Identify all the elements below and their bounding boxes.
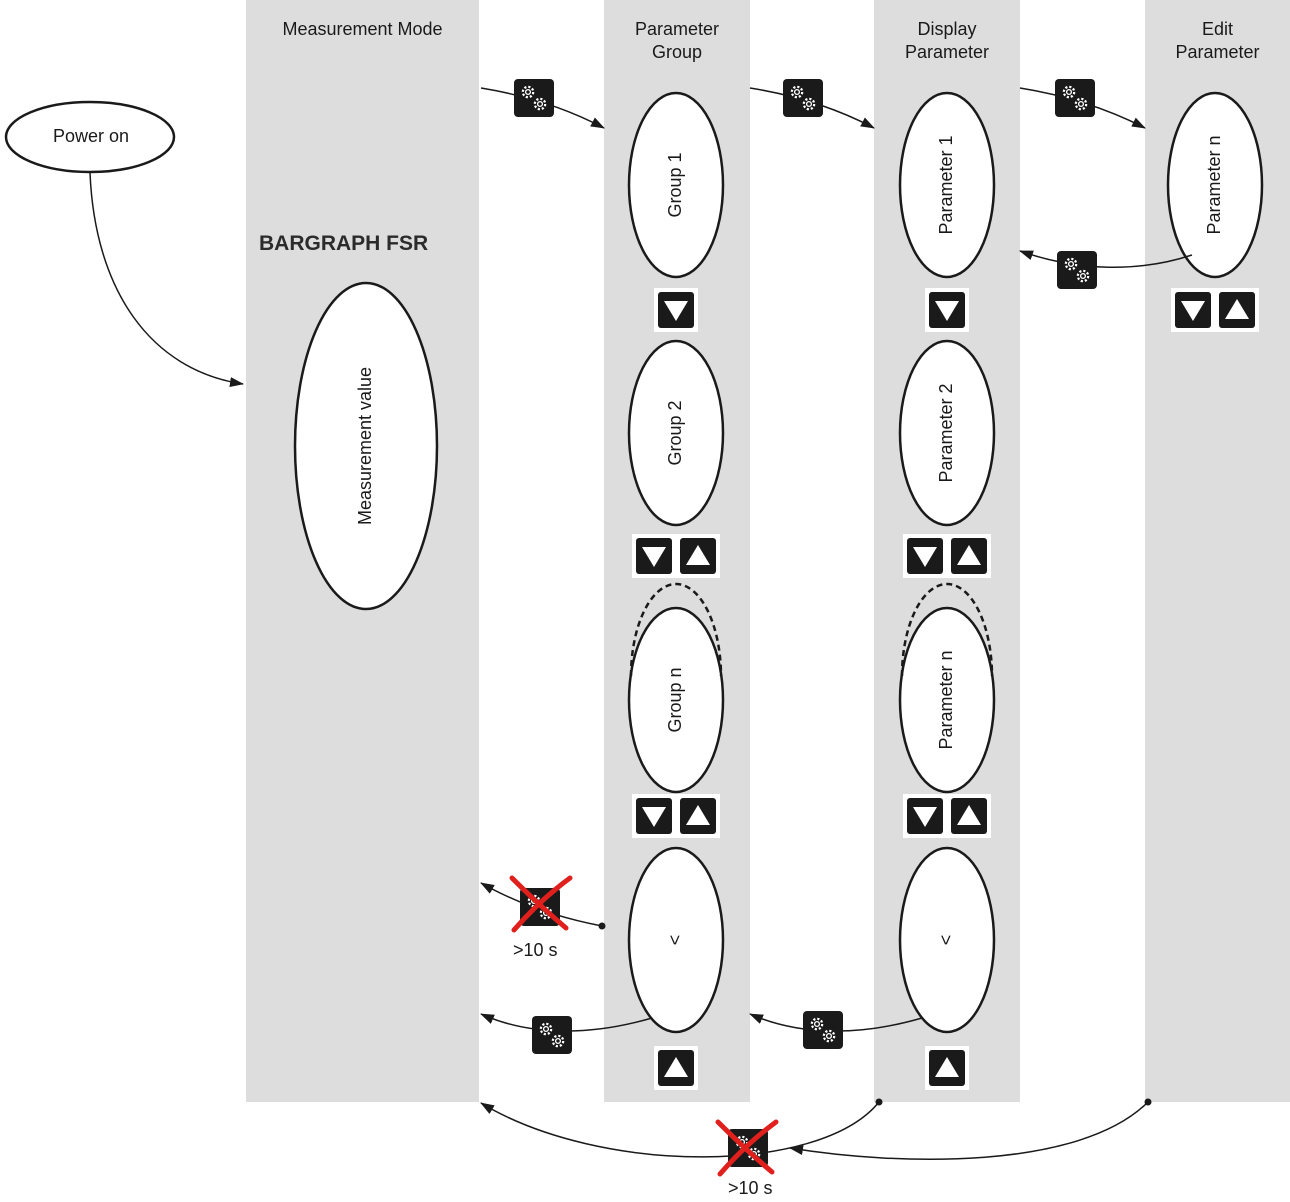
group-n-dashed-stack [629,582,723,677]
timeout-label-2: >10 s [728,1178,773,1198]
gears-icon[interactable] [1057,251,1097,289]
power-on-label: Power on [52,126,130,146]
edit-parameter-title: Edit Parameter [1145,18,1290,64]
arrow-down-icon[interactable] [632,794,676,838]
parameter-2-label: Parameter 2 [936,383,956,483]
measurement-mode-title: Measurement Mode [282,19,443,39]
group-n-label: Group n [665,667,685,733]
parameter-n-dashed-stack [900,582,994,677]
arrow-timeout-edit [789,1101,1149,1161]
product-name: BARGRAPH FSR [259,232,429,255]
display-parameter-title-line2: Parameter [904,42,990,62]
power-on-arrow [89,172,244,387]
edit-parameter-title-line2: Parameter [1175,42,1260,62]
parameter-1-label: Parameter 1 [936,135,956,235]
gears-icon[interactable] [1055,79,1095,117]
group-n-node [627,606,725,794]
group-1-label: Group 1 [665,152,685,218]
display-parameter-title: Display Parameter [874,18,1020,64]
group-1-node [627,91,725,279]
timeout-label-1: >10 s [513,940,558,960]
gears-icon[interactable] [532,1016,572,1054]
arrow-timeout-param-to-mm [480,1101,880,1158]
arrow-up-icon[interactable] [654,1046,698,1090]
edit-parameter-n-label: Parameter n [1204,135,1224,235]
arrow-down-icon[interactable] [632,534,676,578]
edit-parameter-title-line1: Edit [1201,19,1234,39]
parameter-back-node [898,846,996,1034]
parameter-n-node [898,606,996,794]
arrow-down-icon[interactable] [654,288,698,332]
display-parameter-title-line1: Display [917,19,977,39]
measurement-value-node [293,281,439,611]
arrow-down-icon[interactable] [925,288,969,332]
arrow-up-icon[interactable] [676,534,720,578]
group-2-node [627,339,725,527]
edit-parameter-n-node [1166,91,1264,279]
power-on-node [4,100,176,174]
gears-icon[interactable] [514,79,554,117]
group-back-label: < [665,934,685,946]
parameter-group-title: Parameter Group [604,18,750,64]
arrow-up-icon[interactable] [947,534,991,578]
arrow-down-icon[interactable] [903,534,947,578]
parameter-2-node [898,339,996,527]
parameter-n-label: Parameter n [936,650,956,750]
arrow-down-icon[interactable] [1171,288,1215,332]
group-2-label: Group 2 [665,400,685,466]
measurement-value-label: Measurement value [355,366,375,526]
parameter-group-title-line2: Group [651,42,703,62]
gears-icon[interactable] [783,79,823,117]
gears-icon[interactable] [803,1011,843,1049]
arrow-up-icon[interactable] [925,1046,969,1090]
parameter-1-node [898,91,996,279]
parameter-group-title-line1: Parameter [634,19,720,39]
arrow-up-icon[interactable] [947,794,991,838]
arrow-down-icon[interactable] [903,794,947,838]
arrow-up-icon[interactable] [1215,288,1259,332]
arrow-up-icon[interactable] [676,794,720,838]
arrow-edit-to-param [1019,250,1193,268]
parameter-back-label: < [936,934,956,946]
group-back-node [627,846,725,1034]
